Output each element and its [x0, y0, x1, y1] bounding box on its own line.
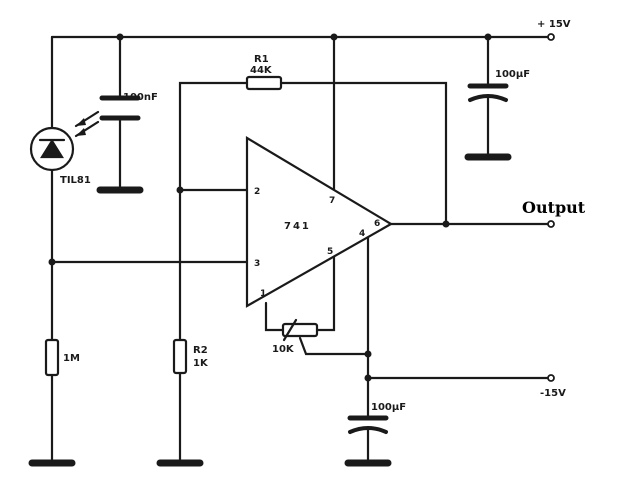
r2-value-label: 1K	[193, 358, 209, 369]
opamp-part-label: 741	[284, 221, 311, 232]
feedback-wire	[178, 81, 448, 226]
pin4-wire	[366, 230, 551, 380]
cap-curved-plate	[348, 426, 388, 434]
terminals: + 15V Output -15V	[522, 19, 586, 399]
diode-triangle	[40, 138, 64, 159]
til81-label: TIL81	[60, 175, 91, 186]
resistor-r1: R1 44K	[245, 54, 283, 91]
negative-supply-label: -15V	[540, 388, 566, 399]
opamp-triangle	[245, 136, 394, 308]
r1-body	[245, 75, 283, 91]
potentiometer-10k: 10K	[272, 318, 319, 355]
pin-6-label: 6	[374, 219, 380, 229]
junction-dot	[176, 186, 184, 194]
cap-curved-plate	[468, 94, 508, 102]
junction-dot	[364, 374, 372, 382]
cap-bottom-label: 100µF	[371, 402, 406, 413]
junction-dot	[116, 33, 124, 41]
pin-1-label: 1	[260, 289, 266, 299]
offset-null-wire	[264, 245, 336, 332]
pot-wiper-wire	[298, 336, 370, 356]
pin-5-label: 5	[327, 247, 333, 257]
pin-3-label: 3	[254, 259, 260, 269]
negative-supply-terminal	[547, 374, 555, 382]
capacitor-100nf: 100nF	[96, 92, 158, 194]
r1-ref-label: R1	[254, 54, 269, 65]
pin-4-label: 4	[359, 229, 365, 239]
light-arrowhead-icon	[76, 118, 86, 136]
cap-100nf-label: 100nF	[123, 92, 158, 103]
resistor-1m: 1M	[28, 338, 80, 467]
resistor-r2: R2 1K	[156, 338, 209, 467]
positive-supply-label: + 15V	[537, 19, 571, 30]
photodiode-til81: TIL81	[29, 110, 100, 186]
output-label: Output	[522, 198, 586, 217]
wires	[50, 35, 551, 465]
junction-dot	[442, 220, 450, 228]
junctions	[48, 33, 492, 382]
junction-dot	[48, 258, 56, 266]
r2-body	[172, 338, 188, 375]
pot-label: 10K	[272, 344, 295, 355]
r-1m-label: 1M	[63, 353, 80, 364]
pin-7-label: 7	[329, 196, 335, 206]
positive-supply-terminal	[547, 33, 555, 41]
cap-top-label: 100µF	[495, 69, 530, 80]
r2-ref-label: R2	[193, 345, 208, 356]
junction-dot	[484, 33, 492, 41]
junction-dot	[330, 33, 338, 41]
opamp-741: 741 1 2 3 4 5 6 7	[245, 136, 394, 308]
capacitor-top-100uf: 100µF	[464, 69, 530, 161]
output-terminal	[547, 220, 555, 228]
junction-dot	[364, 350, 372, 358]
capacitor-bottom-100uf: 100µF	[344, 402, 406, 467]
r1-value-label: 44K	[250, 65, 273, 76]
r-1m-body	[44, 338, 60, 377]
pot-arrow-icon	[282, 318, 298, 342]
pin-2-label: 2	[254, 187, 260, 197]
